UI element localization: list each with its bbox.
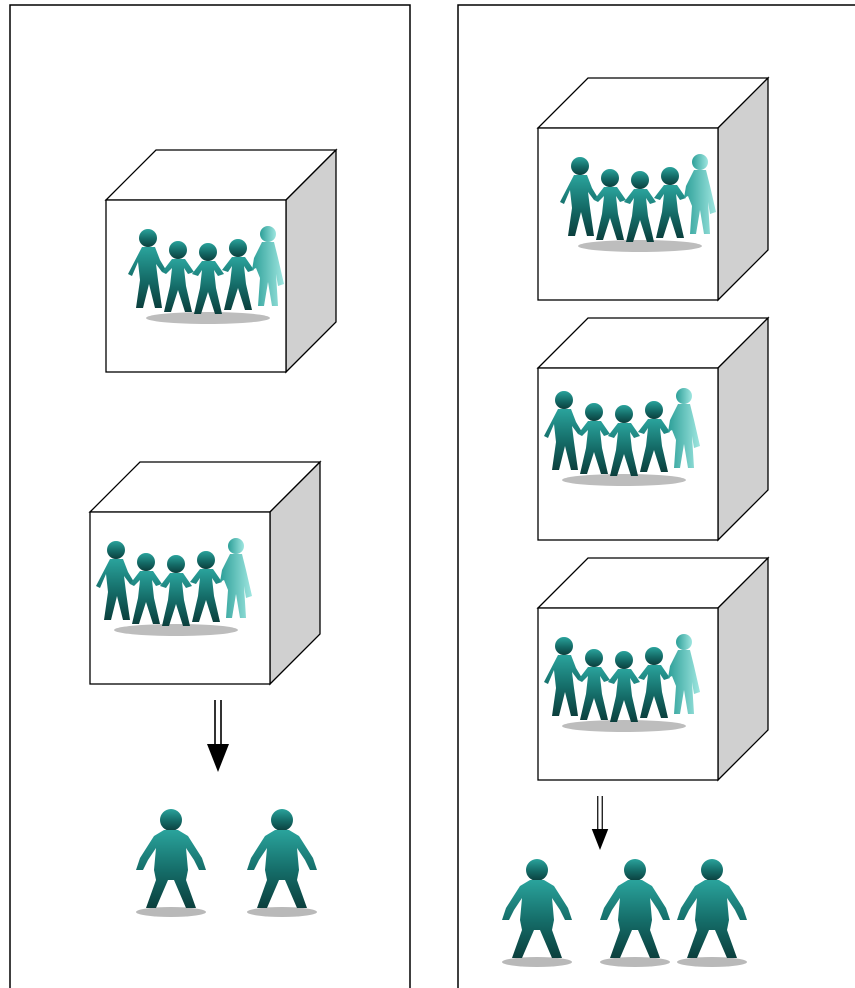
cube <box>537 317 769 541</box>
person-icon <box>136 809 206 917</box>
right-panel-border <box>457 4 855 988</box>
left-panel <box>9 4 411 988</box>
cube <box>105 149 337 373</box>
down-arrow-icon <box>206 699 230 773</box>
person-icon <box>600 859 670 967</box>
person-icon <box>247 809 317 917</box>
cube <box>537 77 769 301</box>
person-icon <box>502 859 572 967</box>
cube <box>89 461 321 685</box>
person-icon <box>677 859 747 967</box>
cube <box>537 557 769 781</box>
left-panel-border <box>9 4 411 988</box>
right-panel <box>457 4 855 988</box>
down-arrow-icon <box>591 795 609 851</box>
